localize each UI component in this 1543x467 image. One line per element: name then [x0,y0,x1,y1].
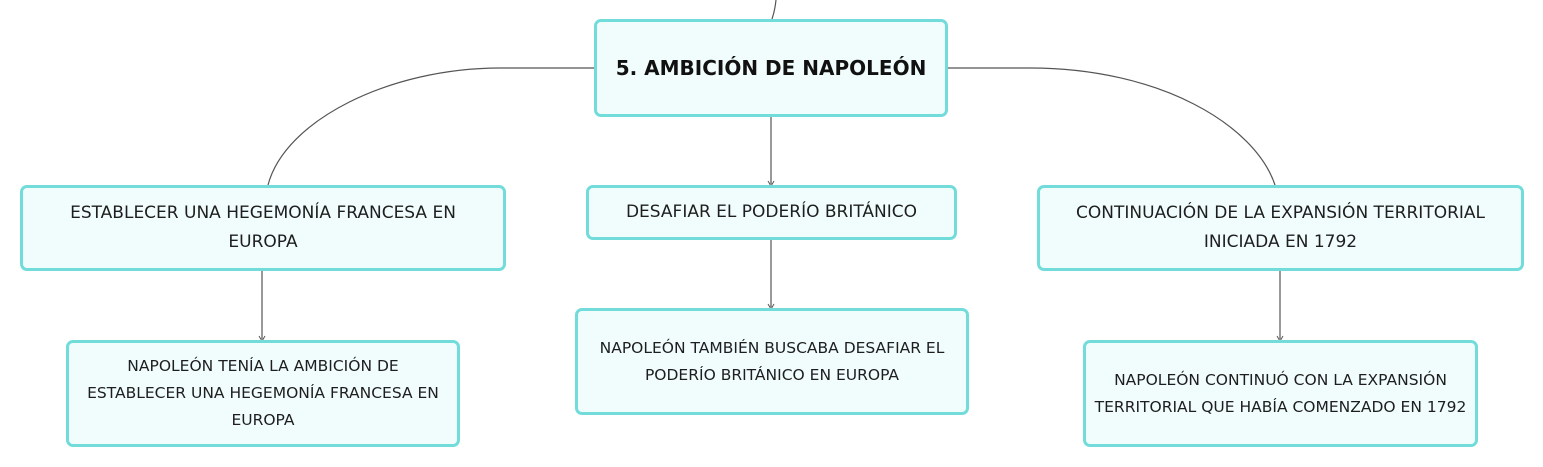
topic-node-expansion[interactable]: CONTINUACIÓN DE LA EXPANSIÓN TERRITORIAL… [1037,185,1524,271]
connector-root-to-expansion [948,67,1276,186]
root-topic-label: 5. AMBICIÓN DE NAPOLEÓN [615,56,927,80]
topic-node-hegemonia[interactable]: ESTABLECER UNA HEGEMONÍA FRANCESA EN EUR… [20,185,506,271]
topic-node-britanico[interactable]: DESAFIAR EL PODERÍO BRITÁNICO [586,185,957,240]
topic-label-expansion: CONTINUACIÓN DE LA EXPANSIÓN TERRITORIAL… [1075,203,1486,252]
topic-label-hegemonia: ESTABLECER UNA HEGEMONÍA FRANCESA EN EUR… [70,203,456,252]
detail-node-expansion[interactable]: NAPOLEÓN CONTINUÓ CON LA EXPANSIÓN TERRI… [1083,340,1478,447]
detail-node-britanico[interactable]: NAPOLEÓN TAMBIÉN BUSCABA DESAFIAR EL POD… [575,308,969,415]
connector-root-to-hegemonia [267,67,594,186]
detail-label-expansion: NAPOLEÓN CONTINUÓ CON LA EXPANSIÓN TERRI… [1094,370,1467,416]
detail-node-hegemonia[interactable]: NAPOLEÓN TENÍA LA AMBICIÓN DE ESTABLECER… [66,340,460,447]
topic-label-britanico: DESAFIAR EL PODERÍO BRITÁNICO [625,202,918,222]
root-topic-node[interactable]: 5. AMBICIÓN DE NAPOLEÓN [594,19,948,117]
detail-label-britanico: NAPOLEÓN TAMBIÉN BUSCABA DESAFIAR EL POD… [599,338,945,384]
connector-incoming [771,0,777,20]
detail-label-hegemonia: NAPOLEÓN TENÍA LA AMBICIÓN DE ESTABLECER… [87,357,439,429]
